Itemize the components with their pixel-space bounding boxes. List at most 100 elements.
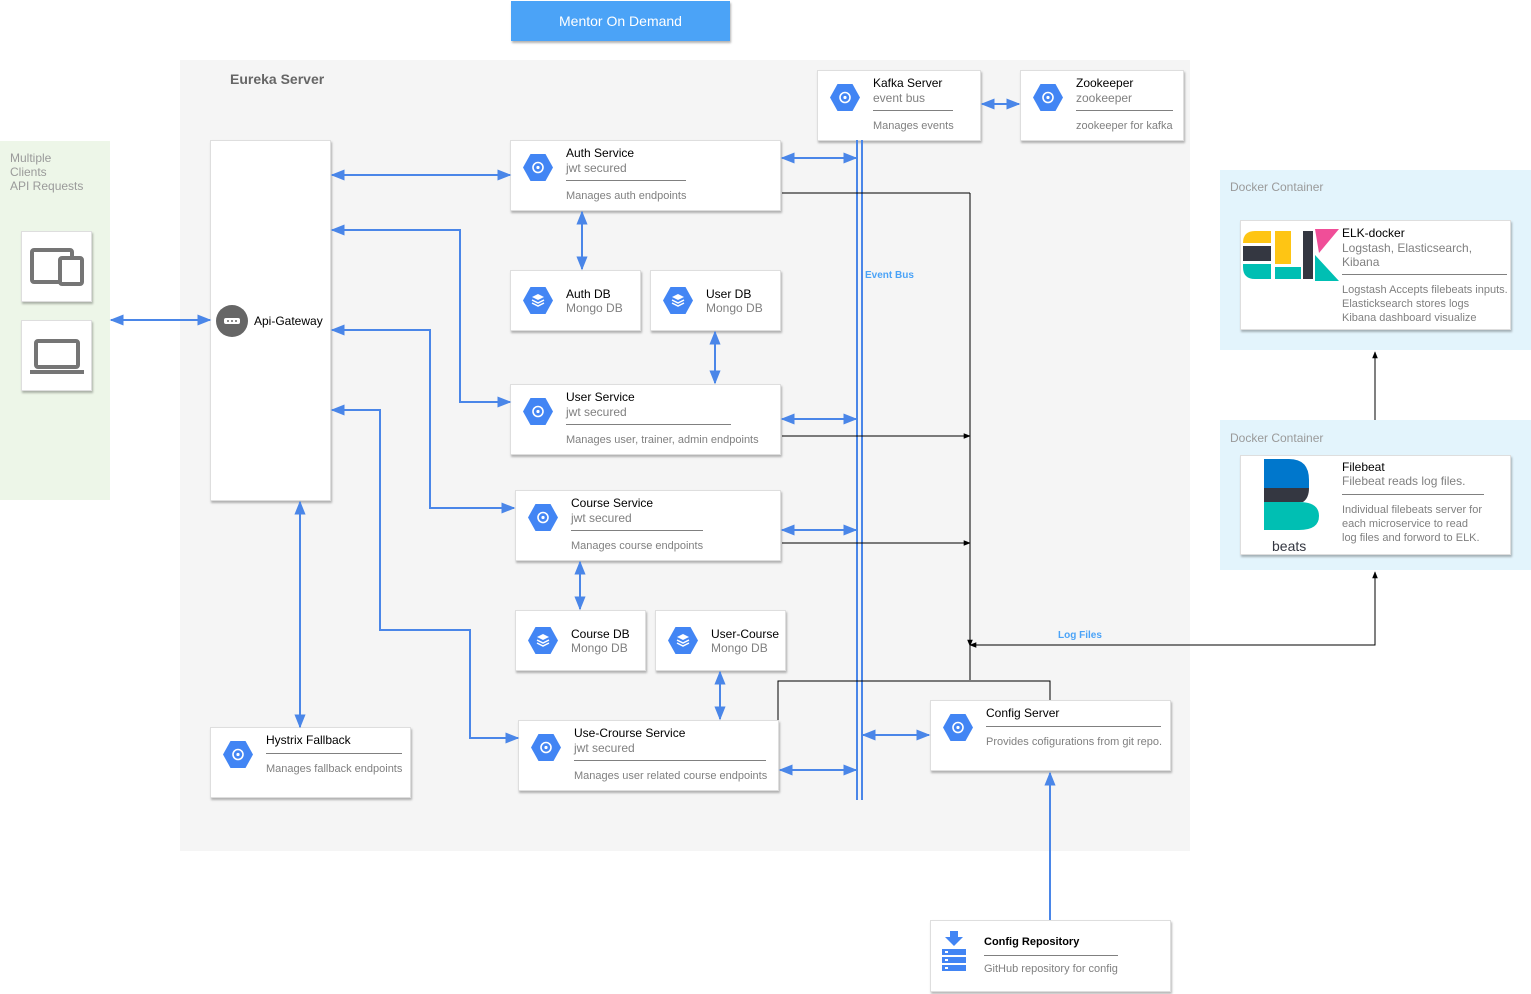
gateway-icon (216, 305, 248, 337)
user-service-subtitle: jwt secured (566, 405, 627, 419)
auth-db-subtitle: Mongo DB (566, 301, 623, 315)
zookeeper-subtitle: zookeeper (1076, 91, 1133, 105)
beats-logo-text: beats (1272, 538, 1307, 554)
zookeeper-desc: zookeeper for kafka (1076, 120, 1173, 132)
laptop-card[interactable] (21, 320, 92, 391)
elk-desc-line3: Kibana dashboard visualize (1342, 312, 1477, 324)
kafka-server-node[interactable]: Kafka Server event bus Manages events (817, 70, 981, 141)
devices-icon (30, 248, 84, 286)
user-course-db-subtitle: Mongo DB (711, 641, 768, 655)
kafka-title: Kafka Server (873, 76, 943, 90)
use-course-service-subtitle: jwt secured (574, 741, 635, 755)
user-service-title: User Service (566, 390, 635, 404)
auth-service-title: Auth Service (566, 146, 635, 160)
filebeat-title: Filebeat (1342, 460, 1385, 474)
divider (986, 726, 1161, 727)
docker-container-elk-label: Docker Container (1230, 180, 1324, 194)
page-title: Mentor On Demand (511, 1, 730, 41)
clients-label-line2: Clients (10, 165, 47, 179)
auth-service-desc: Manages auth endpoints (566, 190, 687, 202)
user-service-node[interactable]: User Service jwt secured Manages user, t… (510, 384, 781, 455)
service-icon (531, 734, 561, 761)
kafka-subtitle: event bus (873, 91, 926, 105)
elk-desc-line1: Logstash Accepts filebeats inputs. (1342, 284, 1508, 296)
divider (566, 180, 686, 181)
config-repo-title: Config Repository (984, 936, 1080, 948)
elk-docker-node[interactable]: ELK-docker Logstash, Elasticsearch, Kiba… (1240, 220, 1511, 330)
clients-label-line3: API Requests (10, 179, 84, 193)
config-server-desc: Provides cofigurations from git repo. (986, 736, 1163, 748)
service-icon (523, 154, 553, 181)
api-gateway-title: Api-Gateway (254, 314, 323, 328)
user-course-db-title: User-Course (711, 627, 780, 641)
service-icon (1033, 84, 1063, 111)
eureka-server-label: Eureka Server (230, 71, 325, 87)
user-course-db-node[interactable]: User-Course Mongo DB (655, 610, 786, 671)
hystrix-fallback-node[interactable]: Hystrix Fallback Manages fallback endpoi… (210, 727, 411, 798)
service-icon (830, 84, 860, 111)
docker-container-filebeat-label: Docker Container (1230, 431, 1324, 445)
user-service-desc: Manages user, trainer, admin endpoints (566, 434, 759, 446)
course-db-node[interactable]: Course DB Mongo DB (515, 610, 646, 671)
divider (566, 424, 731, 425)
auth-service-node[interactable]: Auth Service jwt secured Manages auth en… (510, 140, 781, 211)
database-icon (528, 627, 558, 654)
log-files-label: Log Files (1058, 630, 1102, 641)
clients-label-line1: Multiple (10, 151, 52, 165)
divider (1342, 274, 1507, 275)
divider (984, 955, 1118, 956)
course-service-desc: Manages course endpoints (571, 540, 704, 552)
service-icon (528, 504, 558, 531)
elk-title: ELK-docker (1342, 226, 1405, 240)
laptop-icon (30, 339, 84, 374)
zookeeper-node[interactable]: Zookeeper zookeeper zookeeper for kafka (1020, 70, 1184, 141)
api-gateway-node[interactable]: Api-Gateway (210, 140, 331, 501)
divider (574, 760, 766, 761)
auth-service-subtitle: jwt secured (566, 161, 627, 175)
filebeat-node[interactable]: beats Filebeat Filebeat reads log files.… (1240, 455, 1511, 555)
config-server-node[interactable]: Config Server Provides cofigurations fro… (930, 700, 1171, 771)
course-service-title: Course Service (571, 496, 654, 510)
user-db-node[interactable]: User DB Mongo DB (650, 270, 781, 331)
filebeat-desc-line3: log files and forword to ELK. (1342, 532, 1480, 544)
course-service-subtitle: jwt secured (571, 511, 632, 525)
divider (571, 530, 703, 531)
config-repository-node[interactable]: Config Repository GitHub repository for … (930, 920, 1171, 992)
beats-logo-icon (1264, 459, 1319, 530)
database-icon (523, 287, 553, 314)
elk-subtitle-line1: Logstash, Elasticsearch, (1342, 241, 1473, 255)
filebeat-desc-line1: Individual filebeats server for (1342, 504, 1483, 516)
divider (1076, 110, 1173, 111)
course-db-subtitle: Mongo DB (571, 641, 628, 655)
use-course-service-desc: Manages user related course endpoints (574, 770, 768, 782)
hystrix-desc: Manages fallback endpoints (266, 763, 403, 775)
database-icon (668, 627, 698, 654)
elk-desc-line2: Elasticksearch stores logs (1342, 298, 1470, 310)
auth-db-title: Auth DB (566, 287, 611, 301)
divider (873, 110, 953, 111)
filebeat-desc-line2: each microservice to read (1342, 518, 1468, 530)
service-icon (523, 398, 553, 425)
course-service-node[interactable]: Course Service jwt secured Manages cours… (515, 490, 781, 561)
filebeat-subtitle: Filebeat reads log files. (1342, 474, 1466, 488)
repository-icon (942, 931, 966, 971)
divider (1342, 494, 1484, 495)
config-repo-desc: GitHub repository for config (984, 963, 1118, 975)
elk-logo-icon (1243, 229, 1339, 281)
course-db-title: Course DB (571, 627, 630, 641)
elk-subtitle-line2: Kibana (1342, 255, 1380, 269)
use-course-service-title: Use-Crourse Service (574, 726, 686, 740)
use-course-service-node[interactable]: Use-Crourse Service jwt secured Manages … (518, 720, 779, 791)
database-icon (663, 287, 693, 314)
config-server-title: Config Server (986, 706, 1060, 720)
hystrix-title: Hystrix Fallback (266, 733, 351, 747)
zookeeper-title: Zookeeper (1076, 76, 1134, 90)
service-icon (943, 714, 973, 741)
kafka-desc: Manages events (873, 120, 954, 132)
divider (266, 753, 402, 754)
mobile-devices-card[interactable] (21, 231, 92, 302)
auth-db-node[interactable]: Auth DB Mongo DB (510, 270, 641, 331)
service-icon (223, 741, 253, 768)
user-db-subtitle: Mongo DB (706, 301, 763, 315)
event-bus-label: Event Bus (865, 270, 914, 281)
